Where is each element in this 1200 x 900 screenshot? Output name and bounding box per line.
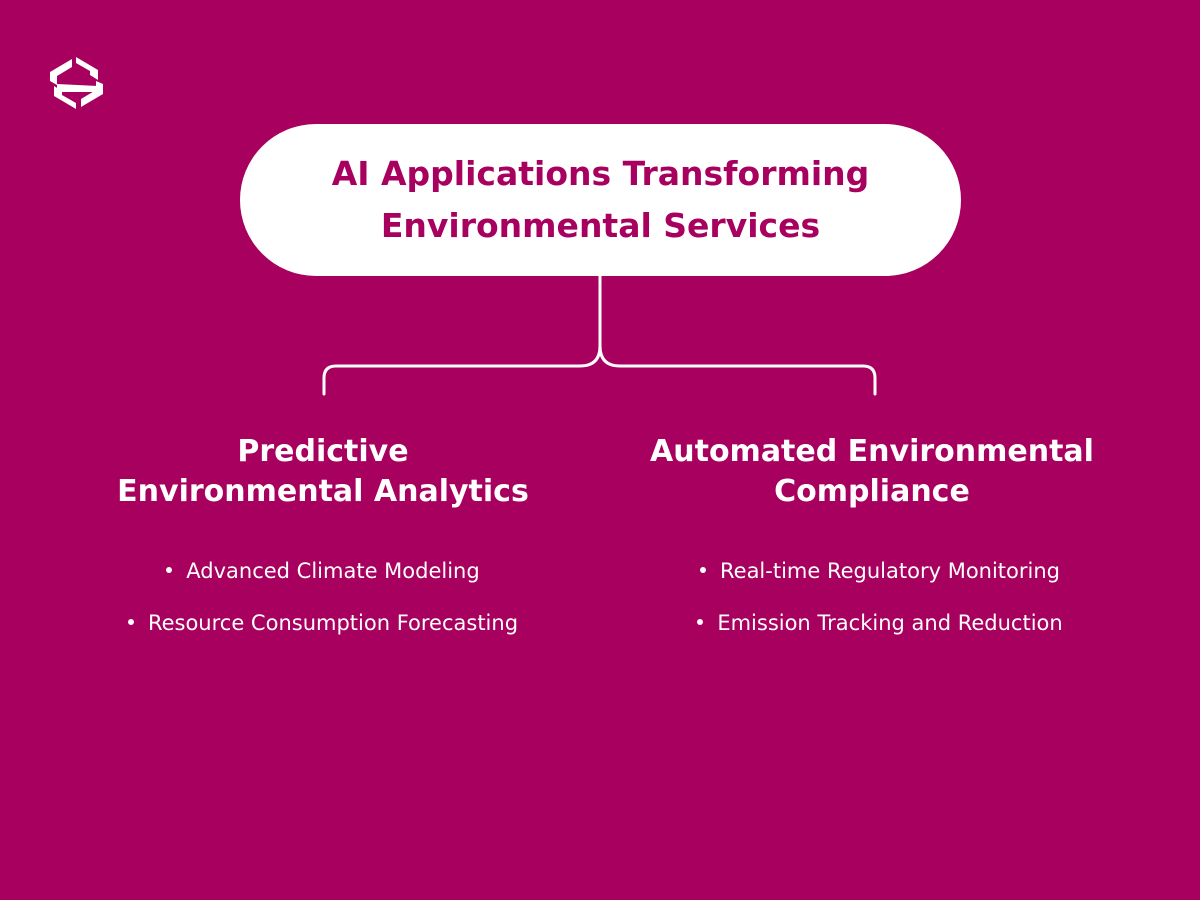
- list-item-text: Real-time Regulatory Monitoring: [720, 559, 1060, 583]
- title-pill: AI Applications Transforming Environment…: [240, 124, 961, 276]
- bullet-icon: [697, 619, 704, 625]
- branch-heading-line: Predictive: [237, 434, 409, 469]
- list-item: Emission Tracking and Reduction: [610, 606, 1150, 658]
- list-item-text: Emission Tracking and Reduction: [717, 611, 1063, 635]
- title-line-1: AI Applications Transforming: [331, 154, 870, 193]
- title-line-2: Environmental Services: [380, 206, 821, 245]
- bullet-icon: [700, 567, 706, 573]
- bullet-icon: [166, 567, 173, 573]
- bullet-icon: [127, 619, 134, 625]
- branch-heading-automated-compliance: Automated Environmental Compliance: [622, 432, 1122, 512]
- list-item: Real-time Regulatory Monitoring: [610, 554, 1150, 606]
- branch-list-automated-compliance: Real-time Regulatory Monitoring Emission…: [610, 554, 1150, 658]
- list-item-text: Advanced Climate Modeling: [186, 559, 480, 583]
- branch-list-predictive-analytics: Advanced Climate Modeling Resource Consu…: [53, 554, 593, 658]
- list-item: Advanced Climate Modeling: [53, 554, 593, 606]
- s-logo-icon: [50, 57, 103, 109]
- branch-heading-line: Environmental Analytics: [117, 474, 529, 509]
- list-item-text: Resource Consumption Forecasting: [147, 611, 519, 635]
- branch-heading-predictive-analytics: Predictive Environmental Analytics: [73, 432, 573, 512]
- diagram-title: AI Applications Transforming Environment…: [281, 148, 921, 252]
- list-item: Resource Consumption Forecasting: [53, 606, 593, 658]
- branch-heading-line: Automated Environmental: [650, 434, 1094, 469]
- branch-heading-line: Compliance: [774, 474, 970, 509]
